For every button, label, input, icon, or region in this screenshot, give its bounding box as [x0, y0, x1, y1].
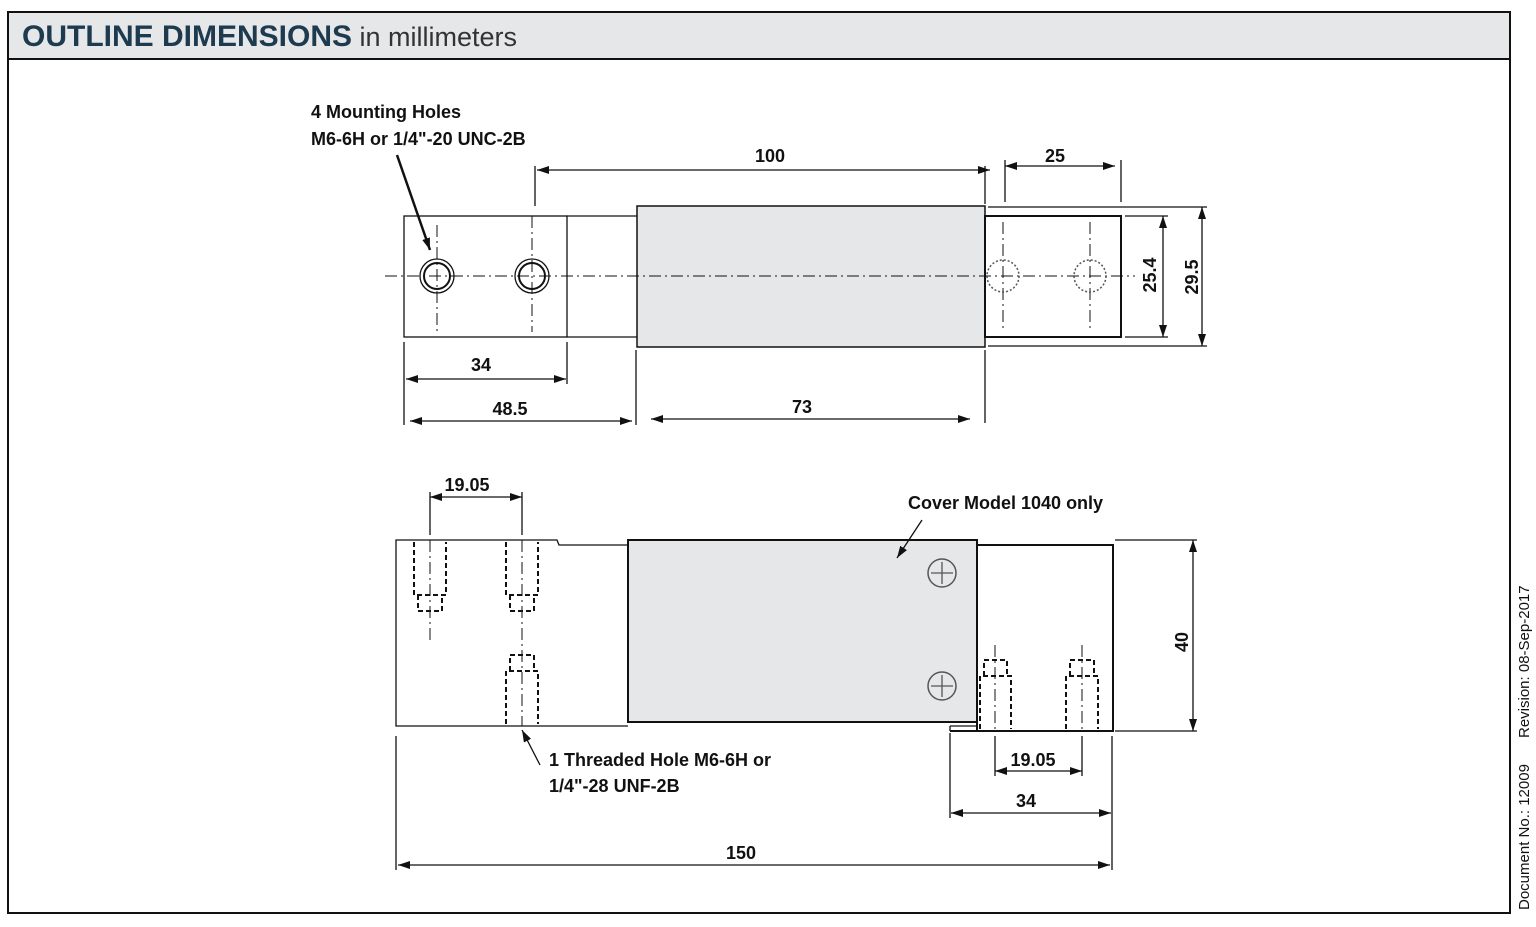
hidden-hole: [986, 259, 1020, 293]
cover-leader: [896, 519, 923, 559]
screw-icon: [927, 558, 957, 588]
leader-arrow: [395, 154, 432, 251]
thread-leader: [521, 729, 541, 766]
hidden-threaded-hole: [979, 645, 1012, 731]
dim-29-5: 29.5: [1182, 259, 1202, 294]
mounting-holes-spec: M6-6H or 1/4"-20 UNC-2B: [311, 129, 526, 149]
dim-73: 73: [792, 397, 812, 417]
cover-label: Cover Model 1040 only: [908, 493, 1103, 513]
dim-100: 100: [755, 146, 785, 166]
header-band: [9, 13, 1509, 59]
dim-34: 34: [471, 355, 491, 375]
hidden-threaded-hole: [505, 654, 539, 724]
dim-19-05-bottom: 19.05: [1010, 750, 1055, 770]
cover: [627, 539, 978, 723]
dim-19-05-top: 19.05: [444, 475, 489, 495]
dim-48-5: 48.5: [492, 399, 527, 419]
hidden-threaded-hole: [505, 540, 539, 726]
mounting-hole: [514, 258, 550, 294]
mounting-holes-label: 4 Mounting Holes: [311, 102, 461, 122]
dim-34-side: 34: [1016, 791, 1036, 811]
threaded-hole-spec: 1/4"-28 UNF-2B: [549, 776, 680, 796]
threaded-hole-label: 1 Threaded Hole M6-6H or: [549, 750, 771, 770]
mounting-hole: [419, 258, 455, 294]
dim-25: 25: [1045, 146, 1065, 166]
hidden-hole: [1073, 259, 1107, 293]
hidden-threaded-hole: [413, 540, 447, 640]
dim-150: 150: [726, 843, 756, 863]
side-view: 19.05 Cover Model 1040 only 40 1 Threade…: [395, 475, 1197, 870]
dim-25-4: 25.4: [1140, 257, 1160, 292]
document-number: Document No.: 12009: [1516, 764, 1533, 910]
revision-date: Revision: 08-Sep-2017: [1516, 585, 1533, 738]
dim-40: 40: [1172, 632, 1192, 652]
header-title: OUTLINE DIMENSIONS in millimeters: [22, 20, 517, 53]
hidden-threaded-hole: [1065, 645, 1099, 731]
screw-icon: [927, 671, 957, 701]
top-view: 4 Mounting Holes M6-6H or 1/4"-20 UNC-2B…: [311, 102, 1207, 425]
drawing-frame: [7, 11, 1511, 914]
right-block-side: [976, 544, 1114, 732]
